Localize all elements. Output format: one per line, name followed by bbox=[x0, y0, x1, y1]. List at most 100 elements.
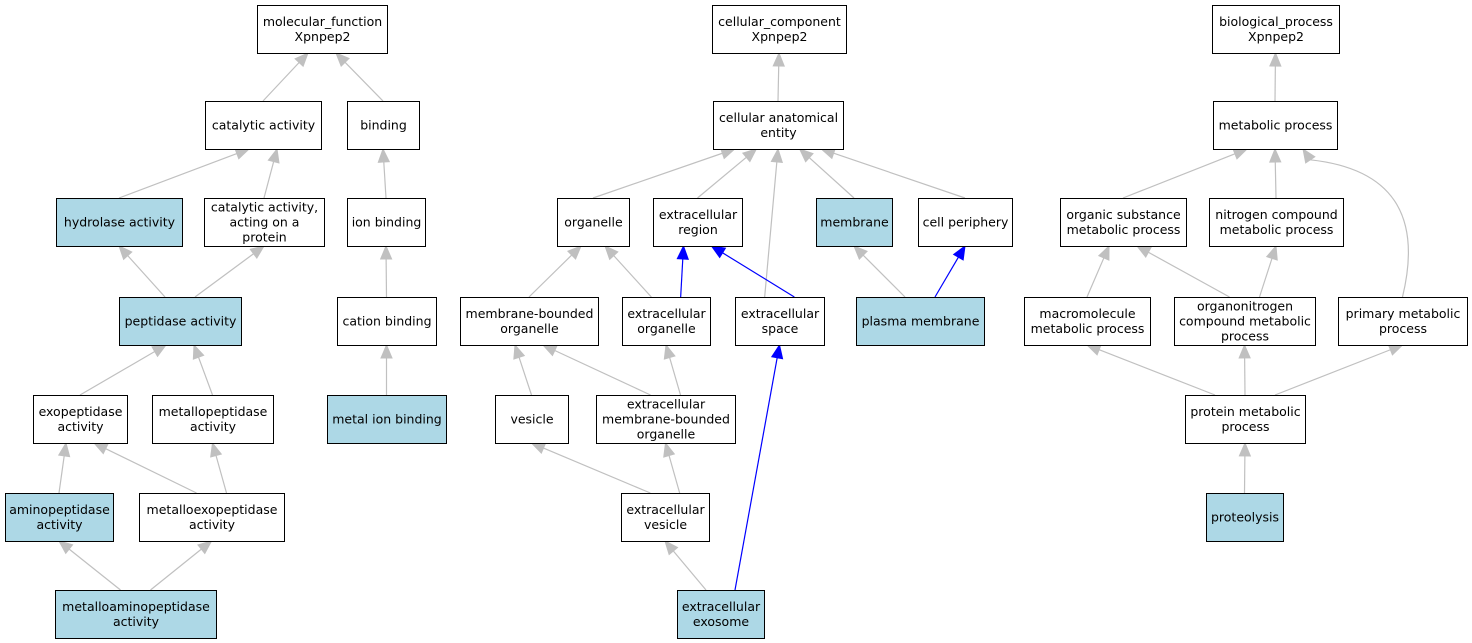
node-ionbind[interactable]: ion binding bbox=[347, 198, 426, 247]
edge-line bbox=[668, 455, 681, 494]
node-label: catalytic activity, bbox=[211, 200, 318, 215]
node-label: organic substance bbox=[1066, 207, 1181, 222]
edge-protmet-to-macro bbox=[1085, 344, 1216, 396]
node-label: exosome bbox=[693, 614, 749, 629]
node-label: Xpnpep2 bbox=[1248, 29, 1304, 44]
edge-mbo-to-organelle bbox=[528, 245, 582, 298]
edge-line bbox=[118, 153, 238, 199]
edge-line bbox=[722, 252, 795, 298]
node-box bbox=[1206, 493, 1284, 542]
node-box bbox=[1338, 297, 1468, 346]
edge-aminopep-to-exopep bbox=[57, 441, 71, 494]
node-box bbox=[257, 5, 388, 54]
arrowhead-icon bbox=[151, 344, 168, 358]
node-box bbox=[119, 297, 242, 346]
node-label: region bbox=[678, 222, 718, 237]
edge-line bbox=[150, 548, 202, 591]
edge-line bbox=[669, 357, 682, 396]
edge-line bbox=[833, 152, 966, 199]
node-label: protein metabolic bbox=[1190, 404, 1300, 419]
edge-extspace-to-cae bbox=[764, 147, 784, 298]
node-label: extracellular bbox=[626, 502, 705, 517]
node-label: membrane-bounded bbox=[466, 306, 594, 321]
node-label: metal ion binding bbox=[332, 412, 442, 427]
node-label: primary metabolic bbox=[1346, 306, 1461, 321]
node-binding[interactable]: binding bbox=[347, 101, 420, 150]
edge-organonit-to-nitro bbox=[1258, 244, 1278, 298]
node-vesicle[interactable]: vesicle bbox=[495, 395, 569, 444]
edge-cellper-to-cae bbox=[820, 147, 966, 199]
node-membrane[interactable]: membrane bbox=[816, 198, 893, 247]
node-peptidase[interactable]: peptidase activity bbox=[119, 297, 242, 346]
node-label: extracellular bbox=[659, 207, 738, 222]
node-box bbox=[1060, 198, 1187, 247]
arrowhead-icon bbox=[741, 148, 758, 163]
node-label: compound metabolic bbox=[1179, 314, 1311, 329]
node-box bbox=[918, 198, 1013, 247]
node-label: organonitrogen bbox=[1197, 299, 1293, 314]
edge-line bbox=[215, 455, 228, 494]
node-metalion[interactable]: metal ion binding bbox=[327, 395, 447, 444]
node-label: nitrogen compound bbox=[1215, 207, 1337, 222]
edge-line bbox=[194, 253, 254, 298]
edge-extves-to-extmbo bbox=[663, 441, 681, 494]
edge-metalloexo-to-exopep bbox=[92, 442, 197, 494]
edge-line bbox=[777, 65, 780, 102]
arrowhead-icon bbox=[57, 441, 71, 458]
node-box bbox=[139, 493, 285, 542]
edge-line bbox=[1122, 153, 1236, 199]
edge-line bbox=[862, 254, 906, 298]
node-plasmamem[interactable]: plasma membrane bbox=[856, 297, 985, 346]
node-box bbox=[596, 395, 736, 444]
node-cationbind[interactable]: cation binding bbox=[337, 297, 437, 346]
node-label: cellular anatomical bbox=[719, 110, 838, 125]
arrowhead-icon bbox=[1238, 441, 1252, 457]
edge-plasmamem-to-membrane bbox=[853, 245, 906, 298]
edge-line bbox=[680, 258, 684, 298]
node-label: metabolic process bbox=[1219, 118, 1333, 133]
node-box bbox=[1213, 101, 1338, 150]
node-label: process bbox=[1379, 321, 1427, 336]
edge-cae-to-cc bbox=[772, 51, 785, 102]
edge-line bbox=[1310, 159, 1410, 298]
node-box bbox=[56, 198, 183, 247]
arrowhead-icon bbox=[663, 343, 676, 360]
arrowhead-icon bbox=[118, 245, 133, 261]
node-cat[interactable]: catalytic activity bbox=[205, 101, 322, 150]
node-cellper[interactable]: cell periphery bbox=[918, 198, 1013, 247]
node-label: metalloaminopeptidase bbox=[62, 599, 210, 614]
node-box bbox=[347, 101, 420, 150]
edge-line bbox=[734, 357, 778, 591]
edge-extmbo-to-extorg bbox=[663, 343, 682, 396]
node-hydrolase[interactable]: hydrolase activity bbox=[56, 198, 183, 247]
node-proteolysis[interactable]: proteolysis bbox=[1206, 493, 1284, 542]
node-metproc[interactable]: metabolic process bbox=[1213, 101, 1338, 150]
edge-line bbox=[1098, 349, 1216, 396]
node-label: cellular_component bbox=[718, 14, 841, 29]
node-label: cation binding bbox=[342, 314, 431, 329]
node-organelle[interactable]: organelle bbox=[557, 198, 630, 247]
